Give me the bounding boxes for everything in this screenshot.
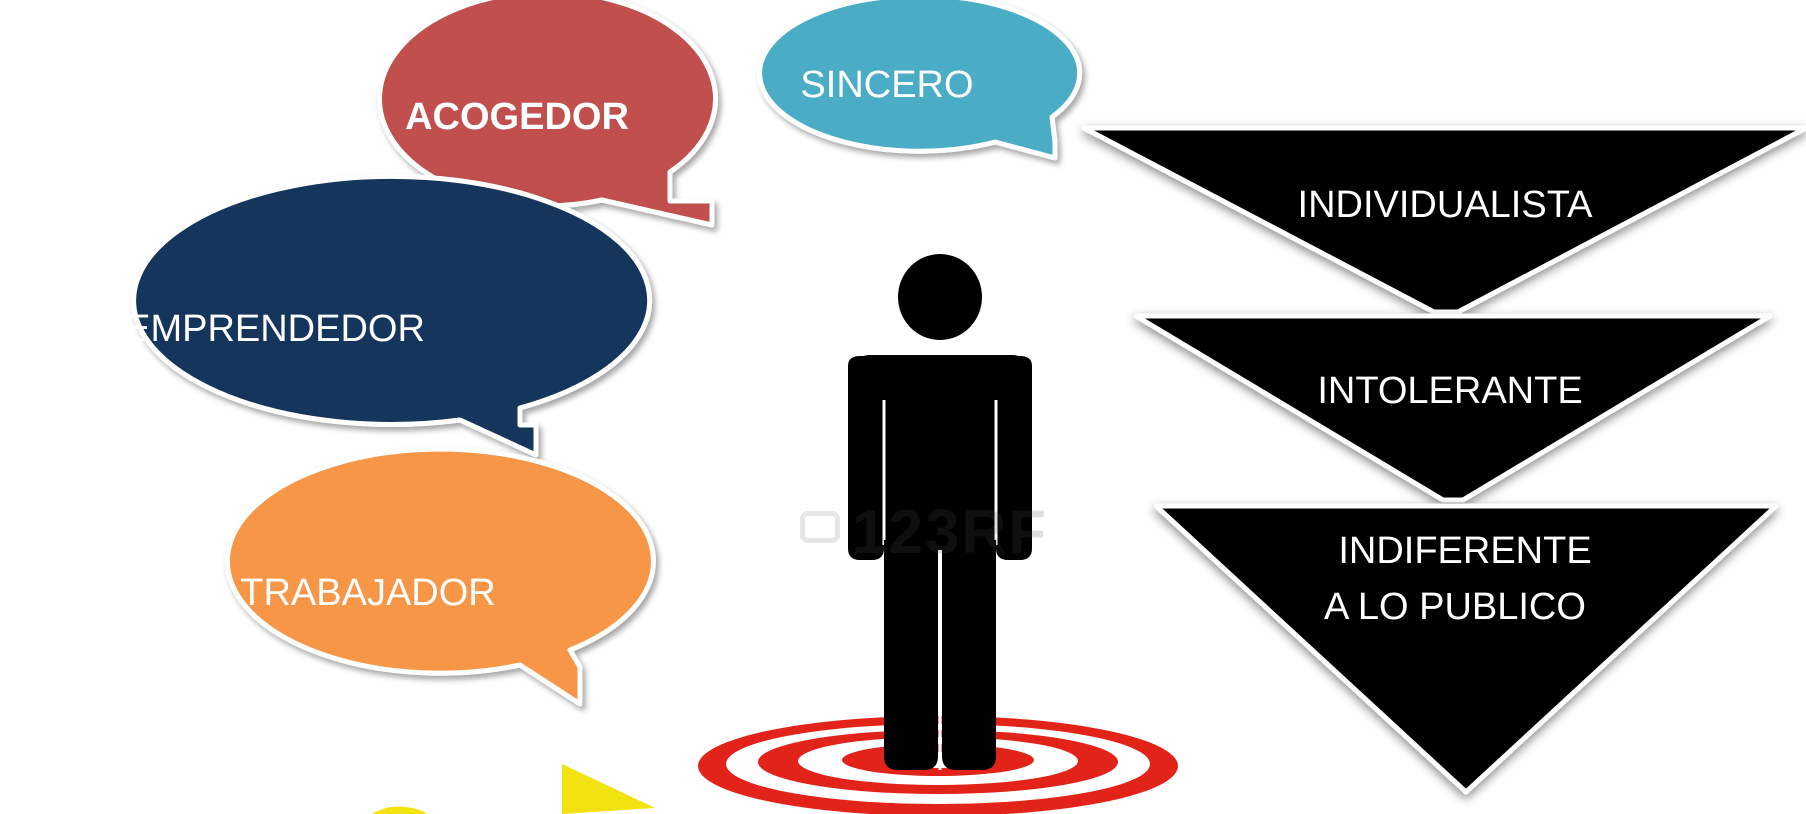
- label-indiferente-line2: A LO PUBLICO: [1324, 586, 1586, 628]
- watermark: 123RF: [800, 497, 1090, 567]
- speech-bubble-emprendedor: [131, 173, 653, 458]
- triangle-intolerante: [1133, 313, 1773, 503]
- speech-bubble-trabajador: [224, 446, 656, 707]
- label-individualista: INDIVIDUALISTA: [1297, 184, 1593, 226]
- watermark-text: 123RF: [852, 498, 1049, 567]
- triangle-indiferente: [1153, 503, 1779, 795]
- yellow-arrow-shape: [372, 764, 655, 814]
- label-sincero: SINCERO: [800, 64, 974, 106]
- label-intolerante: INTOLERANTE: [1317, 370, 1583, 412]
- camera-icon: [800, 511, 840, 543]
- label-acogedor: ACOGEDOR: [405, 96, 629, 138]
- label-indiferente-line1: INDIFERENTE: [1338, 530, 1592, 572]
- person-silhouette-icon: [848, 254, 1032, 770]
- speech-bubble-sincero: [757, 0, 1083, 161]
- triangle-individualista: [1081, 125, 1806, 315]
- label-emprendedor: EMPRENDEDOR: [125, 308, 425, 350]
- label-trabajador: TRABAJADOR: [240, 572, 496, 614]
